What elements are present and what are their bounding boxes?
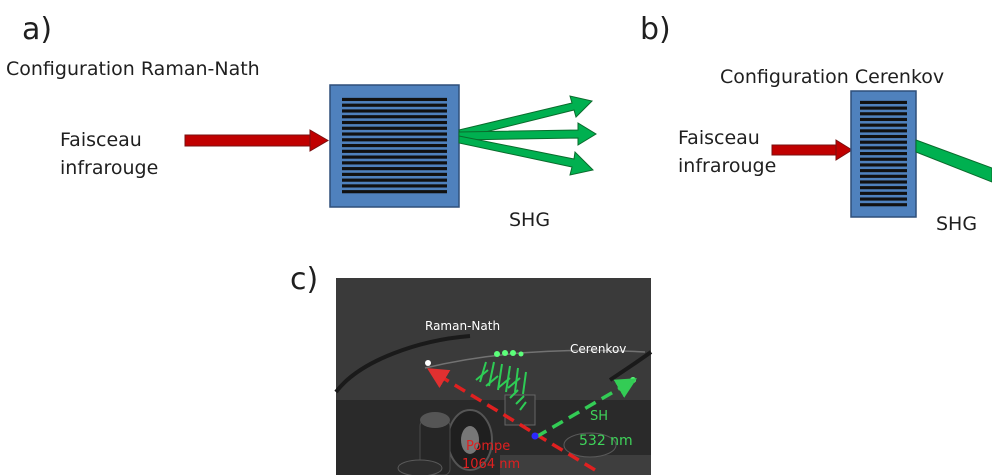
crystal-domain-stripe bbox=[342, 190, 447, 194]
crystal-point bbox=[531, 432, 539, 440]
crystal-domain-stripe bbox=[342, 109, 447, 113]
panel-b-ir-beam-arrow bbox=[771, 139, 853, 161]
raman-nath-spot bbox=[425, 360, 431, 366]
photo-label-sh: SH bbox=[590, 409, 608, 424]
crystal-domain-stripe bbox=[860, 186, 907, 190]
panel-c-letter: c) bbox=[290, 262, 319, 297]
panel-b-shg-beam bbox=[915, 139, 992, 183]
crystal-domain-stripe bbox=[342, 172, 447, 176]
panel-b-input-label-2: infrarouge bbox=[678, 155, 777, 177]
crystal-domain-stripe bbox=[342, 178, 447, 182]
crystal-domain-stripe bbox=[860, 197, 907, 201]
raman-nath-fan bbox=[475, 361, 527, 411]
crystal-domain-stripe bbox=[860, 152, 907, 156]
crystal-domain-stripe bbox=[342, 115, 447, 119]
panel-b-config-title: Configuration Cerenkov bbox=[720, 66, 945, 88]
pump-beam bbox=[427, 368, 596, 472]
panel-b-output-label: SHG bbox=[936, 213, 978, 235]
crystal-domain-stripe bbox=[860, 169, 907, 173]
crystal-domain-stripe bbox=[860, 134, 907, 139]
crystal-domain-stripe bbox=[860, 146, 907, 150]
photo-label-pump: Pompe bbox=[466, 439, 510, 454]
crystal-domain-stripe bbox=[342, 126, 447, 130]
crystal-domain-stripe bbox=[860, 180, 907, 184]
crystal-domain-stripe bbox=[342, 184, 447, 188]
panel-a-input-label-2: infrarouge bbox=[60, 157, 159, 179]
crystal-domain-stripe bbox=[342, 97, 447, 102]
crystal-domain-stripe bbox=[860, 203, 907, 207]
crystal-domain-stripe bbox=[860, 157, 907, 161]
panel-b-letter: b) bbox=[640, 12, 671, 47]
crystal-domain-stripe bbox=[342, 143, 447, 148]
crystal-domain-stripe bbox=[342, 103, 447, 107]
crystal-domain-stripe bbox=[860, 191, 907, 195]
panel-a-config-title: Configuration Raman-Nath bbox=[6, 58, 260, 80]
photo-label-pump-wavelength: 1064 nm bbox=[462, 457, 520, 472]
crystal-domain-stripe bbox=[860, 163, 907, 167]
panel-a-ir-beam-arrow bbox=[184, 129, 329, 152]
panel-b-crystal bbox=[850, 90, 917, 218]
panel-a-output-label: SHG bbox=[509, 209, 551, 231]
crystal-domain-stripe bbox=[860, 112, 907, 116]
crystal-domain-stripe bbox=[860, 140, 907, 144]
photo-label-cerenkov: Cerenkov bbox=[570, 342, 626, 356]
crystal-domain-stripe bbox=[342, 149, 447, 153]
panel-b-input-label-1: Faisceau bbox=[678, 127, 760, 149]
panel-a-input-label-1: Faisceau bbox=[60, 129, 142, 151]
crystal-domain-stripe bbox=[860, 174, 907, 178]
crystal-domain-stripe bbox=[342, 132, 447, 136]
crystal-domain-stripe bbox=[860, 123, 907, 127]
crystal-domain-stripe bbox=[860, 129, 907, 133]
crystal-domain-stripe bbox=[342, 155, 447, 159]
crystal-domain-stripe bbox=[342, 161, 447, 165]
crystal-domain-stripe bbox=[342, 167, 447, 171]
crystal-domain-stripe bbox=[342, 120, 447, 125]
panel-a-shg-beams bbox=[458, 95, 597, 176]
panel-a-crystal bbox=[329, 84, 460, 208]
crystal-domain-stripe bbox=[342, 138, 447, 142]
panel-a-letter: a) bbox=[22, 12, 53, 47]
crystal-domain-stripe bbox=[860, 100, 907, 104]
crystal-domain-stripe bbox=[860, 117, 907, 122]
crystal-domain-stripe bbox=[860, 106, 907, 110]
photo-label-sh-wavelength: 532 nm bbox=[579, 433, 633, 449]
panel-c-photo bbox=[334, 278, 653, 475]
photo-label-raman-nath: Raman-Nath bbox=[425, 319, 500, 333]
